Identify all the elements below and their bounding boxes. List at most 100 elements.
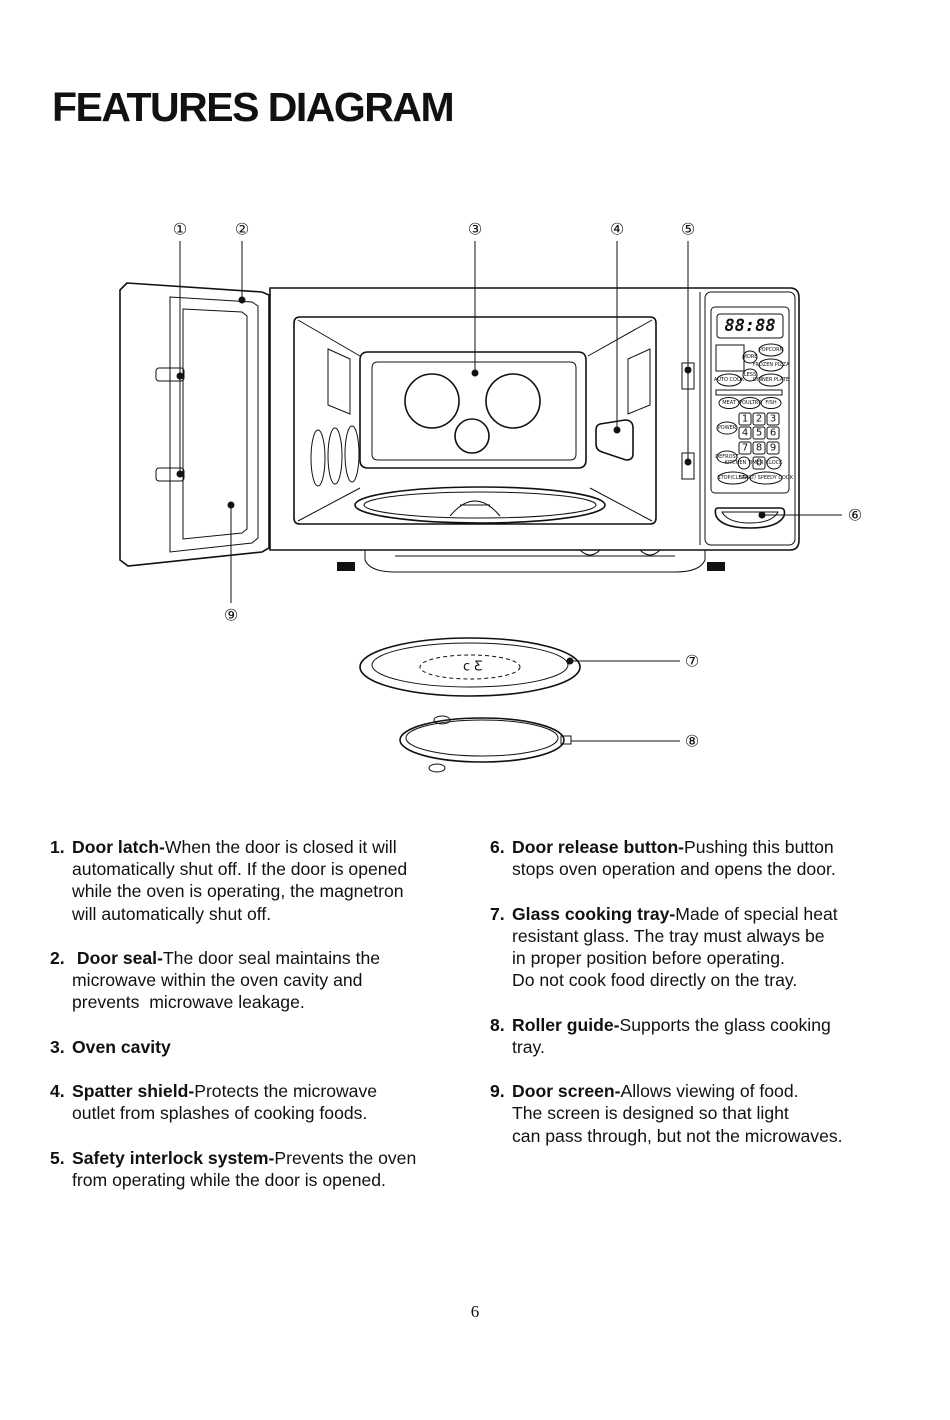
callout-1: ① (173, 220, 187, 239)
popcorn-button[interactable]: POPCORN (759, 347, 784, 353)
item-term: Door release button- (512, 837, 685, 857)
item-text: Prevents the oven (274, 1147, 417, 1168)
page-title: FEATURES DIAGRAM (52, 84, 455, 130)
item-term: Door latch- (72, 837, 165, 857)
svg-text:④: ④ (610, 220, 624, 239)
features-list-right: 6. Door release button-Pushing this butt… (490, 836, 910, 1169)
callout-7: ⑦ (685, 652, 699, 671)
item-text-line: from operating while the door is opened. (72, 1169, 386, 1190)
keypad-key-2[interactable]: 2 (756, 414, 762, 425)
callout-5: ⑤ (681, 220, 695, 239)
keypad-key-0[interactable]: 0 (756, 458, 762, 469)
features-list-left: 1. Door latch-When the door is closed it… (50, 836, 460, 1213)
item-term: Roller guide- (512, 1014, 620, 1035)
keypad-key-1[interactable]: 1 (742, 414, 748, 425)
item-number: 4. (50, 1081, 65, 1102)
defrost-button[interactable]: DEFROST (715, 454, 739, 460)
callout-8: ⑧ (685, 732, 699, 751)
svg-text:⑤: ⑤ (681, 220, 695, 239)
display-readout: 88:88 (724, 316, 775, 336)
more-button[interactable]: MORE (743, 354, 758, 360)
number-keypad: 1 2 3 4 5 6 7 8 9 0 (738, 412, 780, 470)
power-button[interactable]: POWER (718, 425, 737, 431)
svg-text:⑨: ⑨ (224, 606, 238, 625)
item-text: Made of special heat (675, 903, 838, 924)
item-number: 7. (490, 903, 505, 924)
frozen-pizza-button[interactable]: FROZEN PIZZA (753, 362, 791, 368)
clock-button[interactable]: CLOCK (766, 460, 784, 466)
item-text-line: The screen is designed so that light (512, 1103, 789, 1124)
start-speedy-cook-button[interactable]: START/ SPEEDY COOK (739, 475, 794, 481)
item-text-line: in proper position before operating. (512, 948, 785, 968)
kitchen-timer-button[interactable]: KITCHEN TIMER (725, 460, 764, 466)
page-number: 6 (470, 1302, 480, 1321)
auto-cook-button[interactable]: AUTO COOK (714, 377, 745, 383)
less-button[interactable]: LESS (744, 372, 756, 378)
keypad-key-8[interactable]: 8 (756, 443, 762, 454)
meat-button[interactable]: MEAT (722, 400, 737, 406)
item-number: 6. (490, 837, 505, 857)
item-text: Pushing this button (684, 837, 834, 857)
callout-2: ② (235, 220, 249, 239)
item-term: Oven cavity (72, 1036, 171, 1057)
stop-clear-button[interactable]: STOP/CLEAR (717, 475, 749, 481)
item-text: Protects the microwave (194, 1081, 378, 1102)
item-term: Door seal- (72, 948, 163, 968)
keypad-key-4[interactable]: 4 (742, 428, 748, 439)
item-text: Supports the glass cooking (619, 1014, 831, 1035)
svg-text:⑦: ⑦ (685, 652, 699, 671)
oven-cavity (293, 316, 657, 525)
svg-text:⑥: ⑥ (848, 506, 862, 525)
item-text-line: microwave within the oven cavity and (72, 970, 363, 991)
feature-item-glass-cooking-tray: 7. Glass cooking tray-Made of special he… (490, 903, 910, 992)
item-term: Spatter shield- (72, 1081, 195, 1102)
item-text: Allows viewing of food. (620, 1081, 799, 1102)
feature-item-spatter-shield: 4. Spatter shield-Protects the microwave… (50, 1080, 460, 1124)
feature-item-door-release-button: 6. Door release button-Pushing this butt… (490, 836, 910, 880)
feature-item-door-screen: 9. Door screen-Allows viewing of food. T… (490, 1080, 910, 1147)
item-text-line: outlet from splashes of cooking foods. (72, 1103, 368, 1124)
callout-leaders (176, 241, 842, 742)
item-text-line: automatically shut off. If the door is o… (72, 859, 408, 880)
item-number: 3. (50, 1036, 65, 1057)
item-text-line: stops oven operation and opens the door. (512, 859, 836, 880)
microwave-features-diagram: 88:88 POPCORN MORE FROZEN PIZZA AUTO COO… (119, 220, 862, 773)
item-text-line: prevents microwave leakage. (72, 992, 305, 1013)
roller-guide (399, 715, 572, 773)
item-text-line: will automatically shut off. (72, 903, 272, 924)
item-term: Door screen- (512, 1081, 621, 1102)
callout-9: ⑨ (224, 606, 238, 625)
item-term: Safety interlock system- (72, 1147, 275, 1168)
callout-3: ③ (468, 220, 482, 239)
svg-text:c Ƹ: c Ƹ (463, 660, 483, 675)
keypad-key-9[interactable]: 9 (770, 443, 776, 454)
fish-button[interactable]: FISH (765, 400, 777, 406)
feature-item-door-seal: 2. Door seal-The door seal maintains the… (50, 947, 460, 1014)
item-text-line: tray. (512, 1036, 545, 1057)
svg-text:⑧: ⑧ (685, 732, 699, 751)
svg-text:①: ① (173, 220, 187, 239)
item-number: 2. (50, 948, 65, 968)
keypad-key-6[interactable]: 6 (770, 428, 776, 439)
item-number: 8. (490, 1014, 505, 1035)
svg-text:③: ③ (468, 220, 482, 239)
item-number: 9. (490, 1081, 505, 1102)
keypad-key-7[interactable]: 7 (742, 443, 748, 454)
item-text-line: Do not cook food directly on the tray. (512, 970, 798, 991)
item-text-line: resistant glass. The tray must always be (512, 925, 825, 946)
dinner-plate-button[interactable]: DINNER PLATE (753, 377, 789, 383)
item-number: 5. (50, 1147, 65, 1168)
feature-item-oven-cavity: 3. Oven cavity (50, 1036, 460, 1058)
poultry-button[interactable]: POULTRY (739, 400, 762, 406)
keypad-key-3[interactable]: 3 (770, 414, 776, 425)
item-term: Glass cooking tray- (512, 903, 676, 924)
callout-6: ⑥ (848, 506, 862, 525)
control-panel: 88:88 POPCORN MORE FROZEN PIZZA AUTO COO… (710, 306, 794, 529)
oven-door (119, 282, 270, 567)
oven-cabinet (269, 287, 800, 573)
svg-text:②: ② (235, 220, 249, 239)
keypad-key-5[interactable]: 5 (756, 428, 762, 439)
item-number: 1. (50, 837, 65, 857)
feature-item-safety-interlock: 5. Safety interlock system-Prevents the … (50, 1147, 460, 1191)
feature-item-door-latch: 1. Door latch-When the door is closed it… (50, 836, 460, 925)
